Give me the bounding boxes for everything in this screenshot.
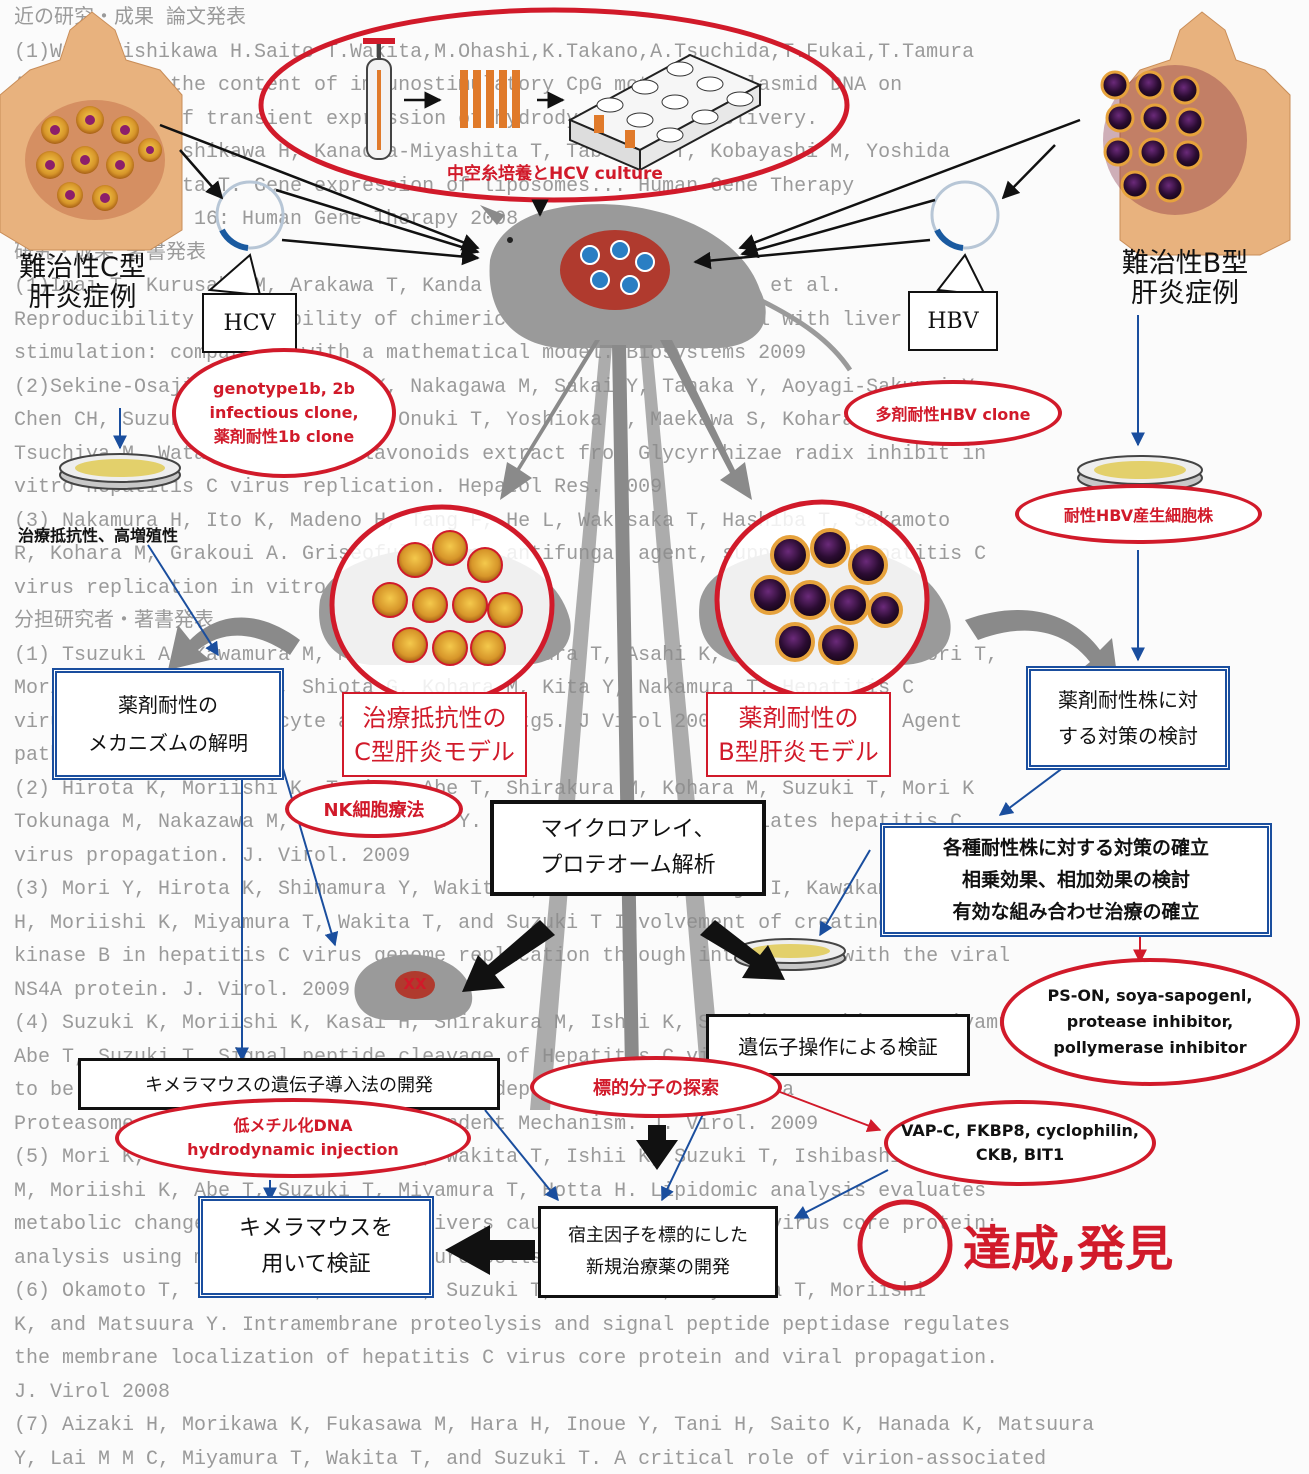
hbv-patient-figure bbox=[1100, 11, 1291, 256]
hcv-patient-label: 難治性C型 肝炎症例 bbox=[19, 252, 146, 313]
black-arrow-to-dish bbox=[700, 920, 785, 980]
verify-chimera-box: キメラマウスを 用いて検証 bbox=[198, 1196, 434, 1298]
establish-box: 各種耐性株に対する対策の確立 相乗効果、相加効果の検討 有効な組み合わせ治療の確… bbox=[880, 823, 1272, 937]
targets-found-oval: VAP-C, FKBP8, cyclophilin, CKB, BIT1 bbox=[884, 1100, 1156, 1186]
gene-verify-box: 遺伝子操作による検証 bbox=[706, 1014, 970, 1076]
background-text-line: NS4A protein. J. Virol. 2009 bbox=[14, 978, 351, 1002]
hcv-model-oval-group bbox=[329, 504, 555, 706]
background-text-line: virus propagation. J. Virol. 2009 bbox=[14, 844, 411, 868]
background-text-line: 分担研究者・著書発表 bbox=[14, 610, 214, 633]
hcv-callout-box: HCV bbox=[202, 293, 297, 353]
hbv-callout-pointer bbox=[936, 253, 987, 297]
target-search-oval: 標的分子の探索 bbox=[530, 1056, 782, 1118]
background-text-line: J. Virol 2008 bbox=[14, 1380, 171, 1404]
mechanism-box: 薬剤耐性の メカニズムの解明 bbox=[52, 668, 284, 780]
background-text-line: K, and Matsuura Y. Intramembrane proteol… bbox=[14, 1313, 1011, 1337]
hollow-fiber-culture-illustration bbox=[363, 38, 763, 172]
central-chimeric-mouse bbox=[480, 204, 853, 372]
hcv-plasmid-icon bbox=[215, 180, 285, 251]
hcv-infected-liver bbox=[25, 100, 165, 220]
gray-curve-left-arrow bbox=[168, 617, 300, 670]
legend-label: 達成,発見 bbox=[963, 1221, 1174, 1277]
top-culture-oval bbox=[258, 7, 850, 203]
background-text-line: the membrane localization of hepatitis C… bbox=[14, 1347, 999, 1370]
methylation-oval: 低メチル化DNA hydrodynamic injection bbox=[115, 1098, 471, 1178]
black-arrow-down-target bbox=[636, 1125, 678, 1170]
fiber-bundle bbox=[460, 70, 520, 128]
hbv-model-label: 薬剤耐性の B型肝炎モデル bbox=[706, 692, 891, 777]
hbv-callout-box: HBV bbox=[908, 291, 998, 351]
mouse-xx-label: XX bbox=[403, 975, 427, 993]
legend-red-circle bbox=[857, 1199, 953, 1291]
hbv-plasmid-icon bbox=[930, 180, 1000, 251]
background-text-line: (7) Aizaki H, Morikawa K, Fukasawa M, Ha… bbox=[14, 1414, 1095, 1437]
gray-curve-right-arrow bbox=[965, 610, 1118, 682]
gray-fan-arrows bbox=[500, 340, 752, 1110]
multiwell-plate bbox=[567, 53, 763, 172]
hbv-model-oval-group bbox=[714, 499, 930, 701]
hcv-clone-oval: genotype1b, 2b infectious clone, 薬剤耐性1b … bbox=[172, 348, 396, 478]
new-drug-box: 宿主因子を標的にした 新規治療薬の開発 bbox=[538, 1206, 778, 1298]
microarray-box: マイクロアレイ、 プロテオーム解析 bbox=[490, 800, 766, 896]
background-text-line: Y, Lai M M C, Miyamura T, Wakita T, and … bbox=[14, 1447, 1047, 1471]
hcv-culture-dish bbox=[59, 453, 181, 490]
black-arrow-to-chimera bbox=[445, 1225, 535, 1275]
inhibitor-oval: PS-ON, soya-sapogenl, protease inhibitor… bbox=[1000, 958, 1300, 1086]
hcv-dish-caption: 治療抵抗性、高増殖性 bbox=[18, 526, 179, 545]
gene-modified-mouse bbox=[354, 954, 473, 1020]
top-culture-caption: 中空糸培養とHCV culture bbox=[447, 163, 663, 184]
hbv-cell-line-oval: 耐性HBV産生細胞株 bbox=[1015, 484, 1262, 544]
hcv-callout-pointer bbox=[207, 253, 262, 297]
countermeasure-box: 薬剤耐性株に対 する対策の検討 bbox=[1026, 666, 1230, 770]
black-arrow-to-xx-mouse bbox=[462, 920, 555, 992]
hcv-model-label: 治療抵抗性の C型肝炎モデル bbox=[342, 692, 527, 777]
nk-cell-therapy-oval: NK細胞療法 bbox=[285, 780, 463, 838]
hbv-infected-liver bbox=[1100, 65, 1247, 215]
hbv-patient-label: 難治性B型 肝炎症例 bbox=[1121, 248, 1249, 309]
hcv-patient-figure bbox=[0, 11, 183, 251]
hbv-clone-oval: 多剤耐性HBV clone bbox=[844, 380, 1062, 446]
